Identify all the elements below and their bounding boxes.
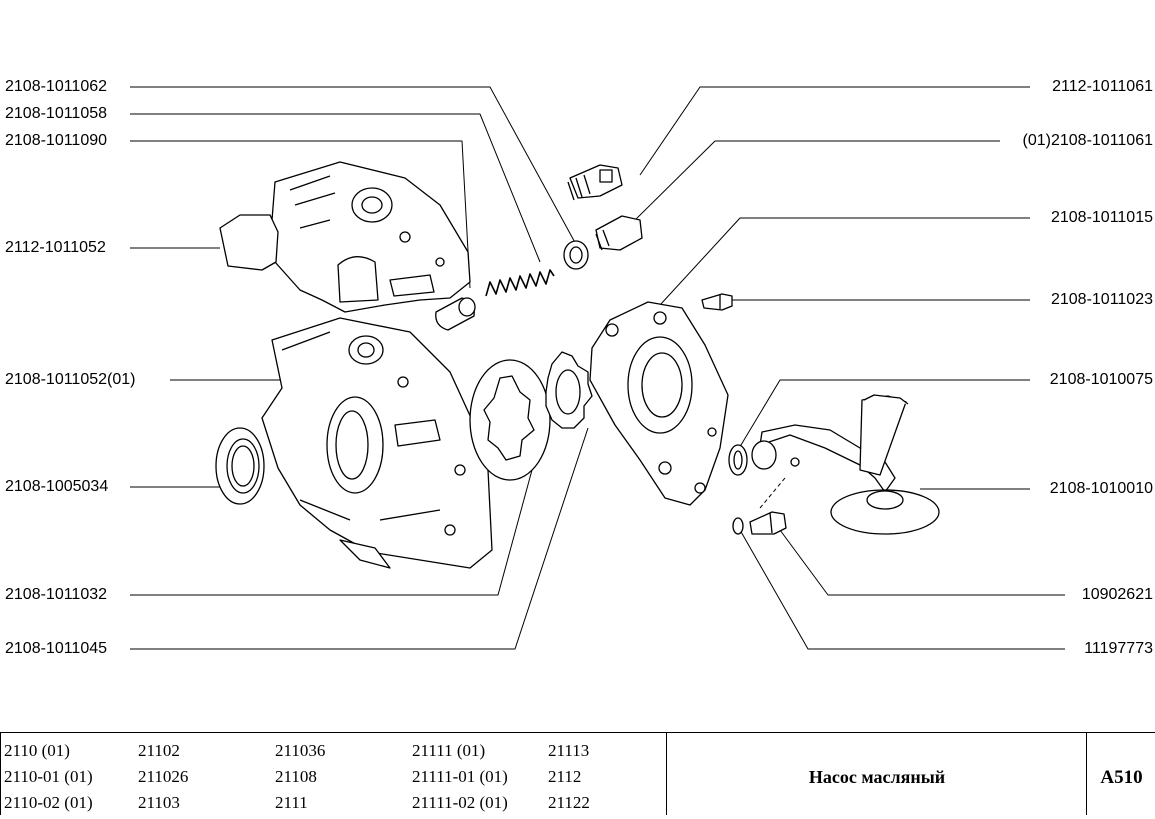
model-code: 21111 (01)	[412, 741, 486, 760]
part-label: 2108-1011052(01)	[5, 371, 136, 388]
model-column: 211036 21108 2111	[275, 741, 325, 819]
part-label: 2108-1011015	[1050, 209, 1153, 226]
model-code: 21108	[275, 767, 317, 786]
divider	[0, 733, 1, 815]
part-label: 2108-1010010	[1049, 480, 1153, 497]
divider	[666, 733, 667, 815]
model-code: 21102	[138, 741, 180, 760]
part-label: (01)2108-1011061	[1022, 132, 1153, 149]
part-label: 11197773	[1084, 640, 1153, 657]
cover-bolt	[701, 293, 733, 311]
oil-seal	[215, 427, 265, 505]
part-label: 2108-1011032	[5, 586, 108, 603]
model-column: 21111 (01) 21111-01 (01) 21111-02 (01)	[412, 741, 508, 819]
model-code: 21122	[548, 793, 590, 812]
pickup-washer	[732, 517, 744, 535]
model-code: 21111-01 (01)	[412, 767, 508, 786]
part-label: 2108-1011058	[5, 105, 108, 122]
model-code: 2112	[548, 767, 582, 786]
washer	[563, 240, 589, 270]
inner-rotor	[545, 351, 593, 429]
model-column: 2110 (01) 2110-01 (01) 2110-02 (01)	[4, 741, 93, 819]
model-code: 21113	[548, 741, 590, 760]
part-label: 2112-1011052	[5, 239, 106, 256]
leader-lines	[130, 86, 1065, 650]
model-code: 2110-02 (01)	[4, 793, 93, 812]
part-label: 2108-1010075	[1049, 371, 1153, 388]
pump-cover	[589, 301, 729, 506]
pickup-bolt	[749, 511, 787, 535]
exploded-parts-diagram	[130, 86, 1065, 650]
section-code: A510	[1100, 767, 1143, 788]
plug-2108	[595, 215, 643, 251]
part-label: 2108-1011062	[5, 78, 108, 95]
model-column: 21113 2112 21122	[548, 741, 590, 819]
outer-rotor	[469, 359, 551, 481]
part-label: 2108-1011045	[5, 640, 108, 657]
assembly-arrow	[759, 477, 786, 509]
model-code: 21111-02 (01)	[412, 793, 508, 812]
valve-spring	[485, 269, 555, 297]
part-label: 2108-1011090	[5, 132, 108, 149]
title-block: 2110 (01) 2110-01 (01) 2110-02 (01) 2110…	[0, 732, 1155, 815]
part-label: 2108-1005034	[5, 478, 109, 495]
divider	[1086, 733, 1087, 815]
o-ring	[728, 444, 748, 476]
model-code: 211026	[138, 767, 189, 786]
oil-pickup	[751, 394, 940, 535]
plug-2112	[567, 164, 623, 201]
part-label: 2112-1011061	[1052, 78, 1153, 95]
valve-plunger	[435, 297, 476, 331]
model-column: 21102 211026 21103	[138, 741, 188, 819]
part-label: 10902621	[1081, 586, 1153, 603]
model-code: 2110-01 (01)	[4, 767, 93, 786]
model-code: 2111	[275, 793, 308, 812]
part-label: 2108-1011023	[1050, 291, 1153, 308]
model-code: 211036	[275, 741, 326, 760]
model-list: 2110 (01) 2110-01 (01) 2110-02 (01) 2110…	[0, 733, 666, 815]
page-title: Насос масляный	[808, 767, 946, 787]
model-code: 2110 (01)	[4, 741, 70, 760]
upper-pump-housing	[219, 161, 471, 313]
model-code: 21103	[138, 793, 180, 812]
lower-pump-housing	[261, 317, 493, 569]
